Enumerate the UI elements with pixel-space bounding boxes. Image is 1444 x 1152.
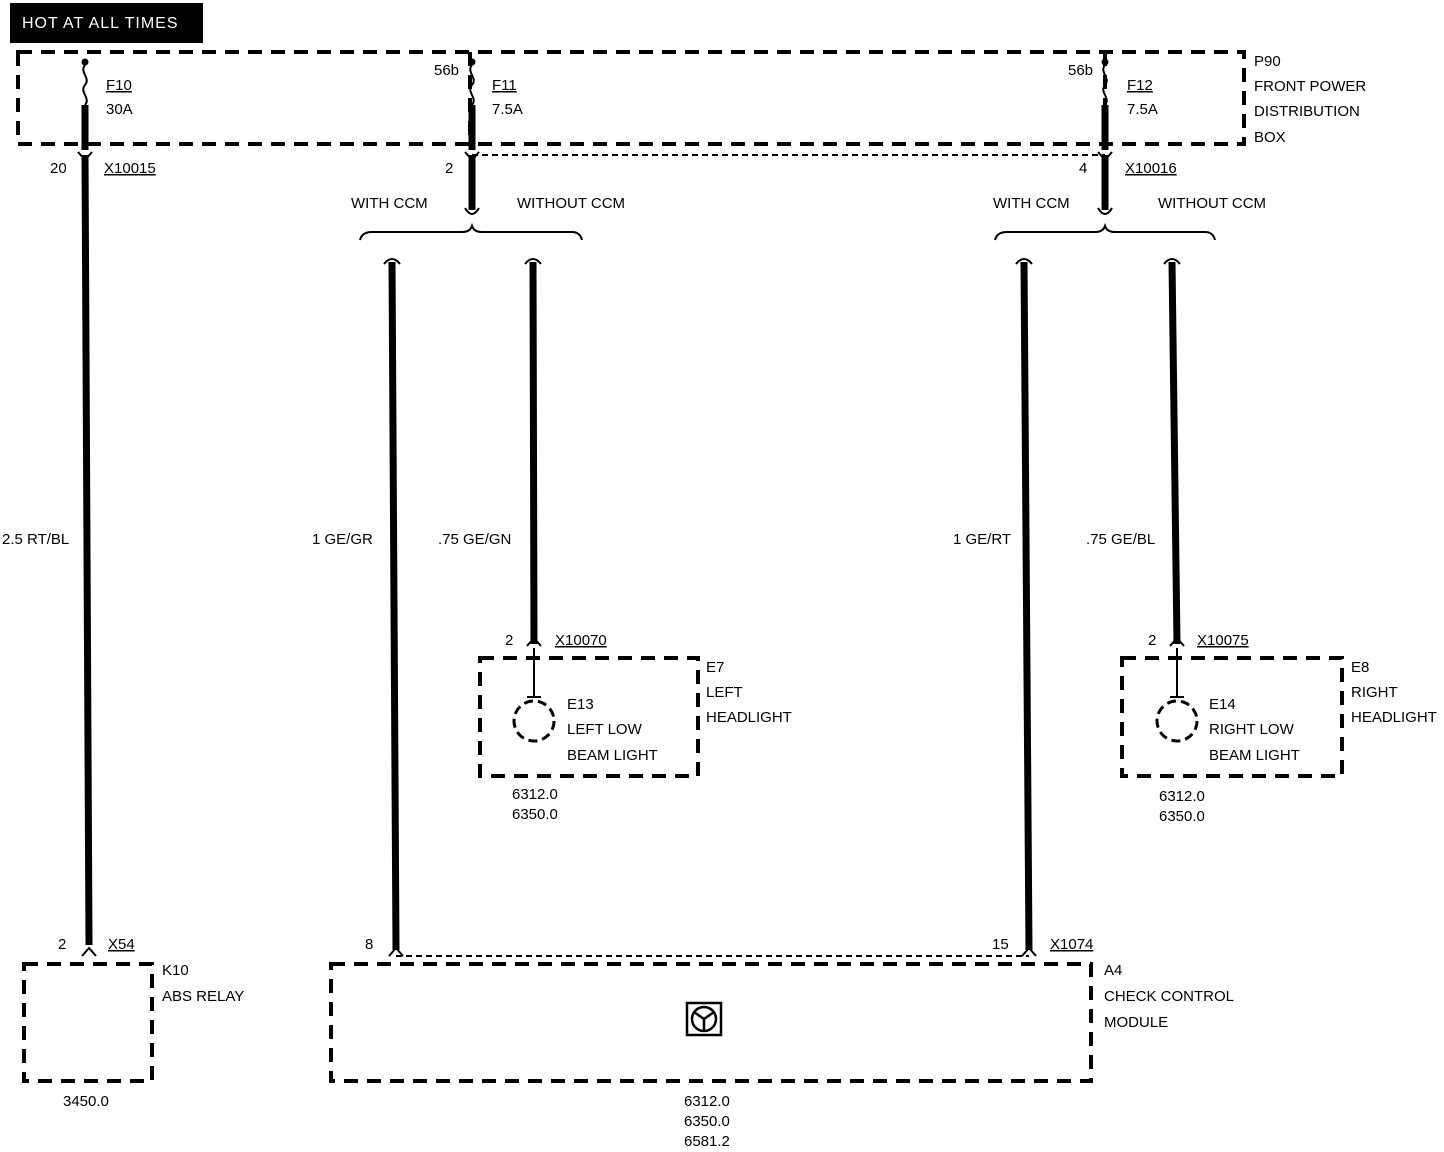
power-distribution-box	[16, 50, 1246, 146]
x1074-pin-mark-left	[388, 946, 404, 957]
left-without-ccm: WITHOUT CCM	[517, 195, 625, 212]
abs-relay-box	[22, 962, 154, 1083]
x54-pin: 2	[58, 936, 66, 953]
wire-ge-gr-cap	[383, 258, 401, 265]
f12-rating: 7.5A	[1127, 101, 1158, 118]
k10-line-1: ABS RELAY	[162, 988, 244, 1005]
wire-label-ge-gn: .75 GE/GN	[438, 531, 511, 548]
wire-ge-rt-cap	[1015, 258, 1033, 265]
a4-ref-1: 6312.0	[684, 1093, 730, 1110]
e8-line-2: HEADLIGHT	[1351, 709, 1437, 726]
left-branch-brace	[359, 222, 583, 241]
p90-name-line-1: FRONT POWER	[1254, 78, 1366, 95]
x54-name: X54	[108, 936, 135, 953]
e7-id: E7	[706, 659, 724, 676]
e14-line-1: RIGHT LOW	[1209, 721, 1295, 738]
solid-state-icon	[685, 1001, 723, 1037]
header-title: HOT AT ALL TIMES	[22, 15, 179, 32]
wire-ge-gn-cap	[524, 258, 542, 265]
a4-line-2: MODULE	[1104, 1014, 1168, 1031]
header-bar	[10, 3, 203, 43]
e14-line-2: BEAM LIGHT	[1209, 747, 1300, 764]
wire-label-rt-bl: 2.5 RT/BL	[2, 531, 69, 548]
left-headlight-box	[478, 656, 700, 778]
e13-ref-1: 6312.0	[512, 786, 558, 803]
wire-2-5-rt-bl	[81, 154, 93, 946]
x10015-pin: 20	[50, 160, 67, 177]
x10016-name: X10016	[1125, 160, 1177, 177]
e8-id: E8	[1351, 659, 1369, 676]
x1074-name: X1074	[1050, 936, 1093, 953]
f12-terminal: 56b	[1068, 62, 1093, 79]
f10-name: F10	[106, 77, 132, 94]
a4-ref-2: 6350.0	[684, 1113, 730, 1130]
x1074-pin-mark-right	[1021, 946, 1037, 957]
left-with-ccm: WITH CCM	[351, 195, 428, 212]
p90-name-line-3: BOX	[1254, 129, 1286, 146]
x10070-pin: 2	[505, 632, 513, 649]
fuse-f12	[1101, 58, 1109, 150]
wire-1-ge-gr	[388, 261, 400, 951]
wire-label-ge-bl: .75 GE/BL	[1086, 531, 1155, 548]
e13-id: E13	[567, 696, 594, 713]
right-branch-brace	[994, 222, 1216, 241]
lamp-icon	[512, 699, 556, 743]
f11-name: F11	[492, 77, 517, 94]
fuse-f10	[81, 58, 89, 150]
x10075-pin-mark	[1169, 636, 1185, 647]
x1074-pin-right: 15	[992, 936, 1009, 953]
x1074-pin-left: 8	[365, 936, 373, 953]
right-without-ccm: WITHOUT CCM	[1158, 195, 1266, 212]
right-with-ccm: WITH CCM	[993, 195, 1070, 212]
e8-line-1: RIGHT	[1351, 684, 1398, 701]
e7-line-2: HEADLIGHT	[706, 709, 792, 726]
wire-75-ge-bl	[1168, 261, 1181, 645]
k10-ref-1: 3450.0	[63, 1093, 109, 1110]
x10016-pin-right: 4	[1079, 160, 1087, 177]
x10016-pin-left: 2	[445, 160, 453, 177]
right-headlight-box	[1120, 656, 1344, 778]
x54-pin-mark	[81, 946, 97, 957]
x10075-pin: 2	[1148, 632, 1156, 649]
a4-ref-3: 6581.2	[684, 1133, 730, 1150]
f11-terminal: 56b	[434, 62, 459, 79]
f10-rating: 30A	[106, 101, 133, 118]
e14-ref-2: 6350.0	[1159, 808, 1205, 825]
a4-id: A4	[1104, 962, 1122, 979]
check-control-module-box	[329, 962, 1093, 1083]
wire-label-ge-rt: 1 GE/RT	[953, 531, 1011, 548]
f12-branch-mark	[1097, 207, 1113, 215]
lamp-icon	[1155, 699, 1199, 743]
f11-rating: 7.5A	[492, 101, 523, 118]
wire-1-ge-rt	[1020, 261, 1033, 951]
x10015-name: X10015	[104, 160, 156, 177]
a4-line-1: CHECK CONTROL	[1104, 988, 1234, 1005]
e13-line-1: LEFT LOW	[567, 721, 643, 738]
e13-line-2: BEAM LIGHT	[567, 747, 658, 764]
e14-ref-1: 6312.0	[1159, 788, 1205, 805]
x10075-name: X10075	[1197, 632, 1249, 649]
wire-ge-bl-cap	[1163, 258, 1181, 265]
x10070-name: X10070	[555, 632, 607, 649]
k10-id: K10	[162, 962, 189, 979]
f11-branch-mark	[464, 207, 480, 215]
f12-name: F12	[1127, 77, 1153, 94]
p90-id: P90	[1254, 53, 1281, 70]
wire-75-ge-gn	[529, 261, 538, 645]
p90-name-line-2: DISTRIBUTION	[1254, 103, 1360, 120]
wire-label-ge-gr: 1 GE/GR	[312, 531, 373, 548]
e14-id: E14	[1209, 696, 1236, 713]
x10070-pin-mark	[526, 636, 542, 647]
e13-ref-2: 6350.0	[512, 806, 558, 823]
e7-line-1: LEFT	[706, 684, 743, 701]
fuse-f11	[468, 58, 476, 150]
